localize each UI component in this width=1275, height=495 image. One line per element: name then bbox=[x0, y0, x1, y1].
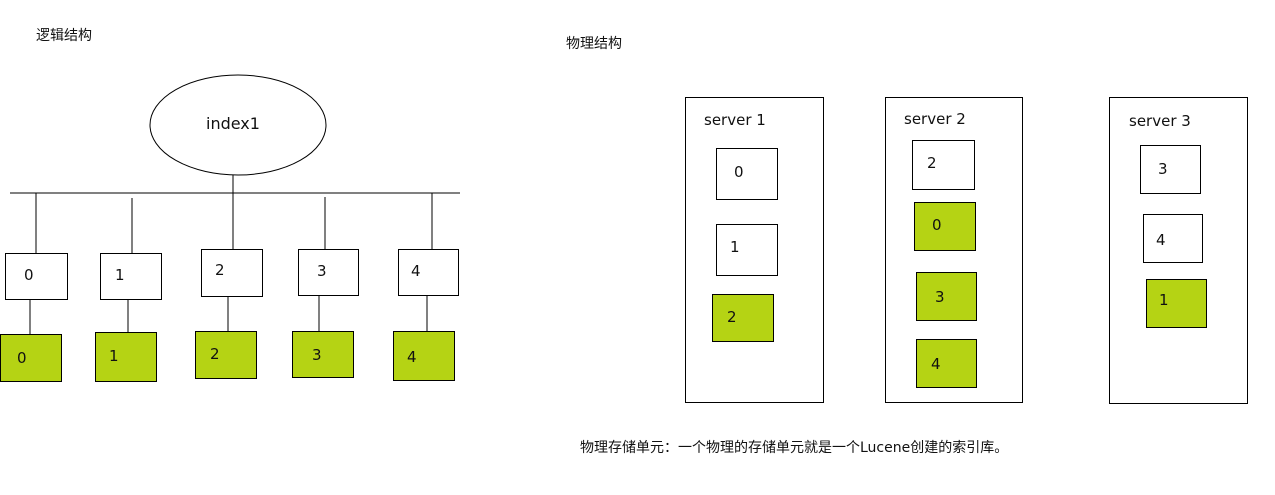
logical-replica-4: 4 bbox=[393, 331, 455, 381]
index-node bbox=[149, 74, 327, 176]
logical-shard-3: 3 bbox=[298, 249, 359, 296]
physical-structure-title: 物理结构 bbox=[566, 36, 622, 52]
logical-replica-2: 2 bbox=[195, 331, 257, 379]
index-name-label: index1 bbox=[206, 114, 260, 133]
server-2-replica-3: 3 bbox=[916, 272, 977, 321]
logical-structure-title: 逻辑结构 bbox=[36, 28, 92, 44]
server-3-shard-4: 4 bbox=[1143, 214, 1203, 263]
server-2-replica-4: 4 bbox=[916, 339, 977, 388]
server-2-shard-2: 2 bbox=[912, 140, 975, 190]
server-1-shard-1: 1 bbox=[716, 224, 778, 276]
logical-replica-1: 1 bbox=[95, 332, 157, 382]
server-3-shard-3: 3 bbox=[1140, 145, 1201, 194]
server-2-title: server 2 bbox=[904, 110, 966, 128]
logical-shard-1: 1 bbox=[100, 253, 162, 300]
server-1-shard-0: 0 bbox=[716, 148, 778, 200]
server-3-title: server 3 bbox=[1129, 112, 1191, 130]
server-1-replica-2: 2 bbox=[712, 294, 774, 342]
logical-shard-2: 2 bbox=[201, 249, 263, 297]
server-2-replica-0: 0 bbox=[914, 202, 976, 251]
logical-shard-0: 0 bbox=[5, 253, 68, 300]
logical-shard-4: 4 bbox=[398, 249, 459, 296]
logical-replica-3: 3 bbox=[292, 331, 354, 378]
server-3-replica-1: 1 bbox=[1146, 279, 1207, 328]
logical-replica-0: 0 bbox=[0, 334, 62, 382]
physical-storage-caption: 物理存储单元：一个物理的存储单元就是一个Lucene创建的索引库。 bbox=[580, 440, 1009, 456]
server-1-title: server 1 bbox=[704, 111, 766, 129]
